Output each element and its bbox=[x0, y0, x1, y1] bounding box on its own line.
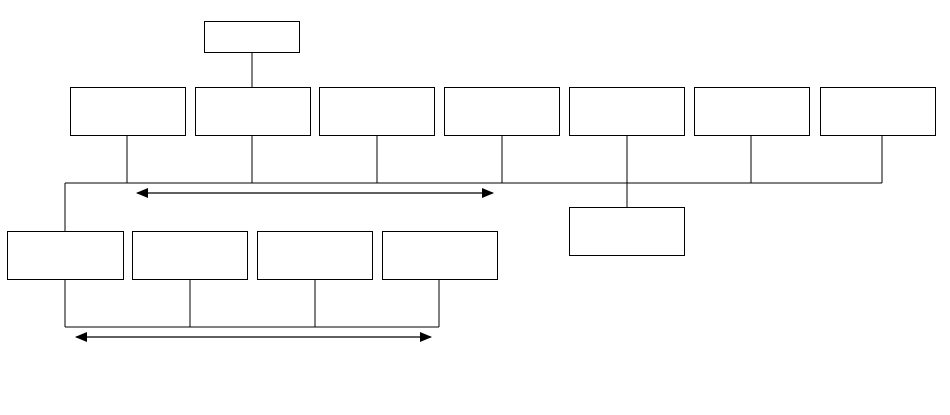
node-row2-2 bbox=[132, 231, 248, 280]
node-row1-4 bbox=[444, 87, 560, 136]
nodes bbox=[7, 21, 936, 280]
node-row1-7 bbox=[820, 87, 936, 136]
node-top bbox=[204, 21, 300, 53]
node-mid-right bbox=[569, 207, 685, 256]
node-row1-3 bbox=[319, 87, 435, 136]
node-row2-4 bbox=[382, 231, 498, 280]
node-row1-6 bbox=[694, 87, 810, 136]
node-row1-5 bbox=[569, 87, 685, 136]
arrows bbox=[75, 188, 494, 342]
node-row1-2 bbox=[195, 87, 311, 136]
node-row2-3 bbox=[257, 231, 373, 280]
node-row2-1 bbox=[7, 231, 124, 280]
connectors bbox=[64, 53, 883, 328]
node-row1-1 bbox=[70, 87, 186, 136]
